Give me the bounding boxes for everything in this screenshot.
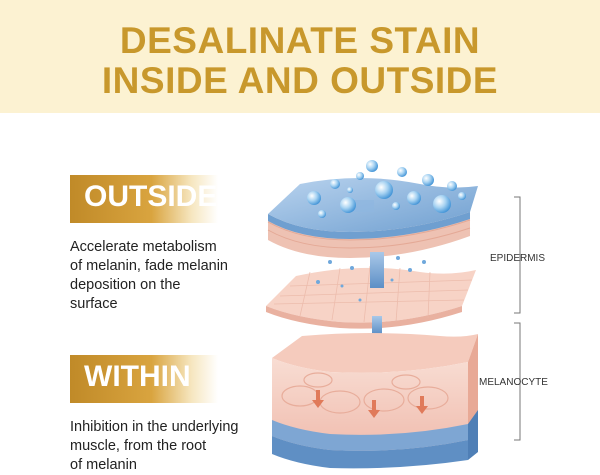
epidermis-top-layer: [267, 178, 478, 258]
epidermis-label: EPIDERMIS: [490, 253, 546, 264]
outside-tag-label: OUTSIDE: [84, 180, 218, 213]
epidermis-bracket: [514, 196, 521, 314]
header-banner: [0, 0, 600, 113]
title-line-1: DESALINATE STAIN: [119, 20, 481, 61]
melanocyte-label: MELANOCYTE: [479, 377, 548, 388]
outside-tag: OUTSIDE: [70, 175, 218, 223]
within-tag-label: WITHIN: [84, 360, 191, 393]
melanocyte-bracket: [514, 322, 521, 441]
within-tag: WITHIN: [70, 355, 218, 403]
dermis-cube: [272, 333, 478, 469]
bubbles-group: [307, 160, 466, 218]
outside-description: Accelerate metabolism of melanin, fade m…: [70, 239, 228, 312]
within-description: Inhibition in the underlying muscle, fro…: [70, 419, 239, 473]
title-line-2: INSIDE AND OUTSIDE: [101, 60, 499, 101]
